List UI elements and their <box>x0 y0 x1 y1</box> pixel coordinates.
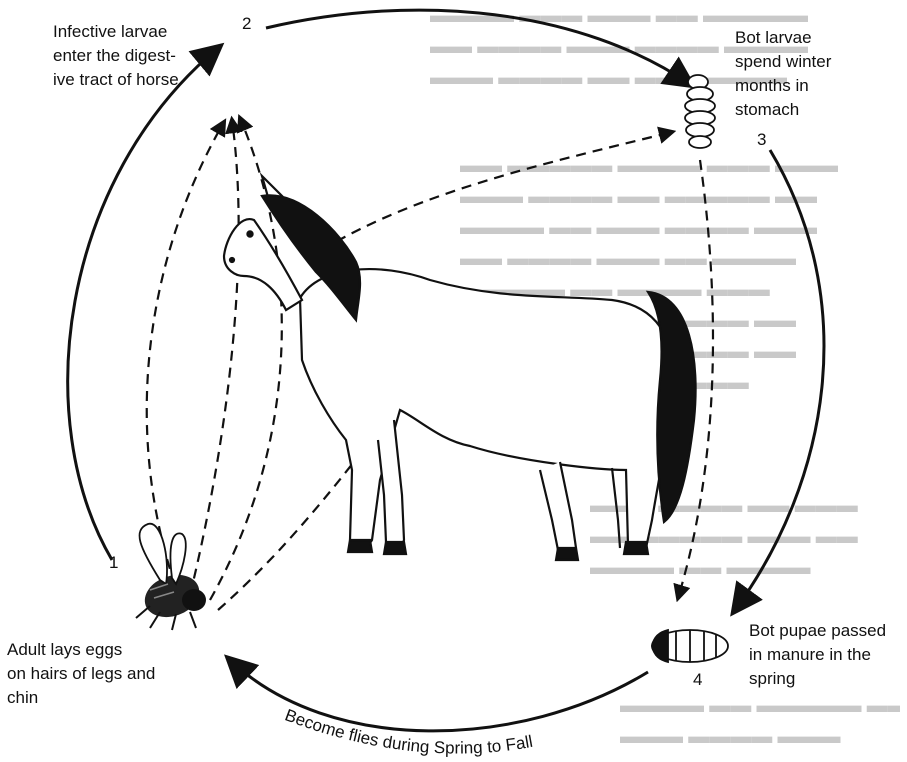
stage-4-line: in manure in the <box>749 643 886 667</box>
stage-1-line: chin <box>7 686 155 710</box>
larvae-path <box>147 122 224 585</box>
stage-2-line: enter the digest- <box>53 44 179 68</box>
stage-3-label: Bot larvae spend winter months in stomac… <box>735 26 831 122</box>
stage-1-number: 1 <box>109 553 118 573</box>
horse-illustration <box>224 176 696 560</box>
larvae-to-stomach-path <box>322 132 672 250</box>
stage-4-label: Bot pupae passed in manure in the spring <box>749 619 886 691</box>
stage-4-number: 4 <box>693 670 702 690</box>
stage-2-label: Infective larvae enter the digest- ive t… <box>53 20 179 92</box>
stage-3-line: Bot larvae <box>735 26 831 50</box>
stage-2-line: Infective larvae <box>53 20 179 44</box>
stage-3-line: stomach <box>735 98 831 122</box>
bot-pupa-icon <box>652 630 728 662</box>
cycle-arrow-1-to-2 <box>68 48 218 560</box>
stage-4-line: spring <box>749 667 886 691</box>
stage-3-line: months in <box>735 74 831 98</box>
adult-fly-icon <box>136 524 206 630</box>
stage-3-number: 3 <box>757 130 766 150</box>
cycle-arrow-2-to-3 <box>266 10 690 84</box>
stage-2-line: ive tract of horse <box>53 68 179 92</box>
stage-2-number: 2 <box>242 14 251 34</box>
stage-3-line: spend winter <box>735 50 831 74</box>
bot-larva-icon <box>685 75 715 148</box>
larvae-path <box>190 120 239 595</box>
stage-1-label: Adult lays eggs on hairs of legs and chi… <box>7 638 155 710</box>
cycle-arrow-3-to-4 <box>735 150 824 610</box>
stage-1-line: Adult lays eggs <box>7 638 155 662</box>
stage-4-line: Bot pupae passed <box>749 619 886 643</box>
stage-1-line: on hairs of legs and <box>7 662 155 686</box>
